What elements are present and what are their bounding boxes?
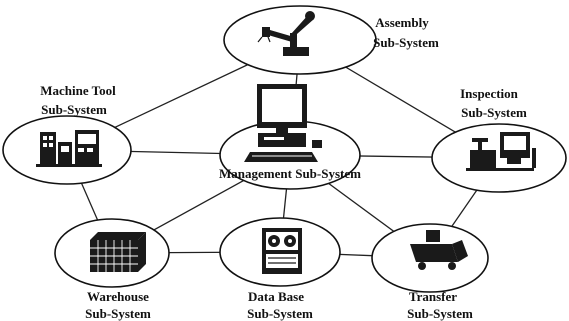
node-database: Data Base Sub-System: [219, 217, 341, 321]
node-assembly-ellipse: [223, 5, 377, 75]
node-assembly-label-line1: Assembly: [375, 15, 429, 30]
node-management-label: Management Sub-System: [219, 166, 361, 181]
node-machine-tool-label-line2: Sub-System: [41, 102, 107, 117]
warehouse-racks-icon: [90, 232, 146, 272]
robot-arm-icon: [257, 11, 315, 56]
node-transfer: Transfer Sub-System: [371, 223, 489, 321]
node-machine-tool: Machine Tool Sub-System: [2, 83, 132, 185]
node-inspection-ellipse: [431, 123, 567, 193]
node-transfer-label-line1: Transfer: [409, 289, 457, 304]
node-assembly: Assembly Sub-System: [223, 5, 439, 75]
database-cabinet-icon: [262, 228, 302, 274]
node-inspection: Inspection Sub-System: [431, 86, 567, 193]
node-warehouse-label-line2: Sub-System: [85, 306, 151, 321]
node-inspection-label-line2: Sub-System: [461, 105, 527, 120]
node-inspection-label-line1: Inspection: [460, 86, 519, 101]
node-warehouse-label-line1: Warehouse: [87, 289, 149, 304]
node-warehouse: Warehouse Sub-System: [54, 218, 170, 321]
node-database-label-line2: Sub-System: [247, 306, 313, 321]
node-management: Management Sub-System: [219, 84, 361, 190]
transfer-cart-icon: [410, 230, 468, 270]
computer-workstation-icon: [244, 84, 322, 162]
node-transfer-label-line2: Sub-System: [407, 306, 473, 321]
inspection-station-icon: [466, 132, 536, 171]
node-assembly-label-line2: Sub-System: [373, 35, 439, 50]
node-database-label-line1: Data Base: [248, 289, 304, 304]
machine-tool-icon: [36, 130, 102, 167]
node-machine-tool-label-line1: Machine Tool: [40, 83, 116, 98]
